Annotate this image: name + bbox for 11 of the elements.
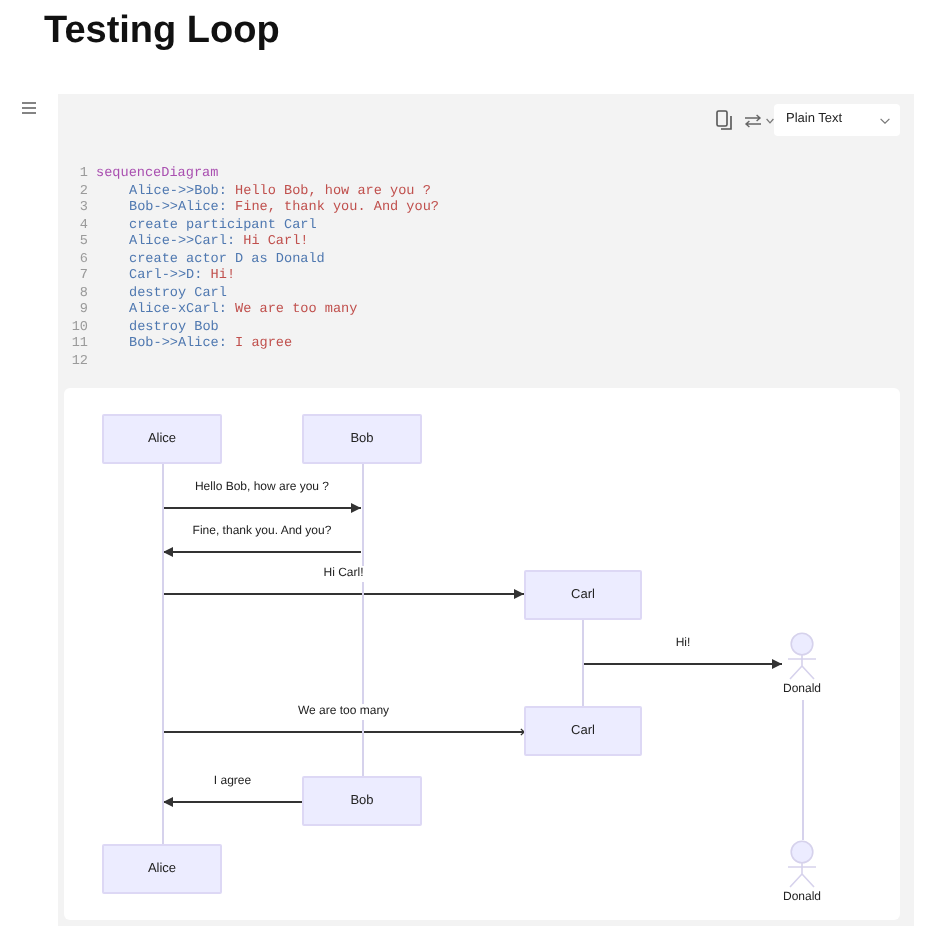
lifeline — [801, 700, 803, 840]
message-arrow — [162, 728, 528, 736]
message-arrow — [583, 659, 783, 669]
message-arrow — [162, 547, 362, 557]
lifeline — [161, 464, 163, 844]
page-title: Testing Loop — [44, 10, 280, 54]
message-arrow — [162, 797, 303, 807]
message-arrow — [162, 589, 525, 599]
message-arrow — [162, 503, 362, 513]
lifeline — [582, 620, 584, 706]
lifeline — [361, 464, 363, 776]
